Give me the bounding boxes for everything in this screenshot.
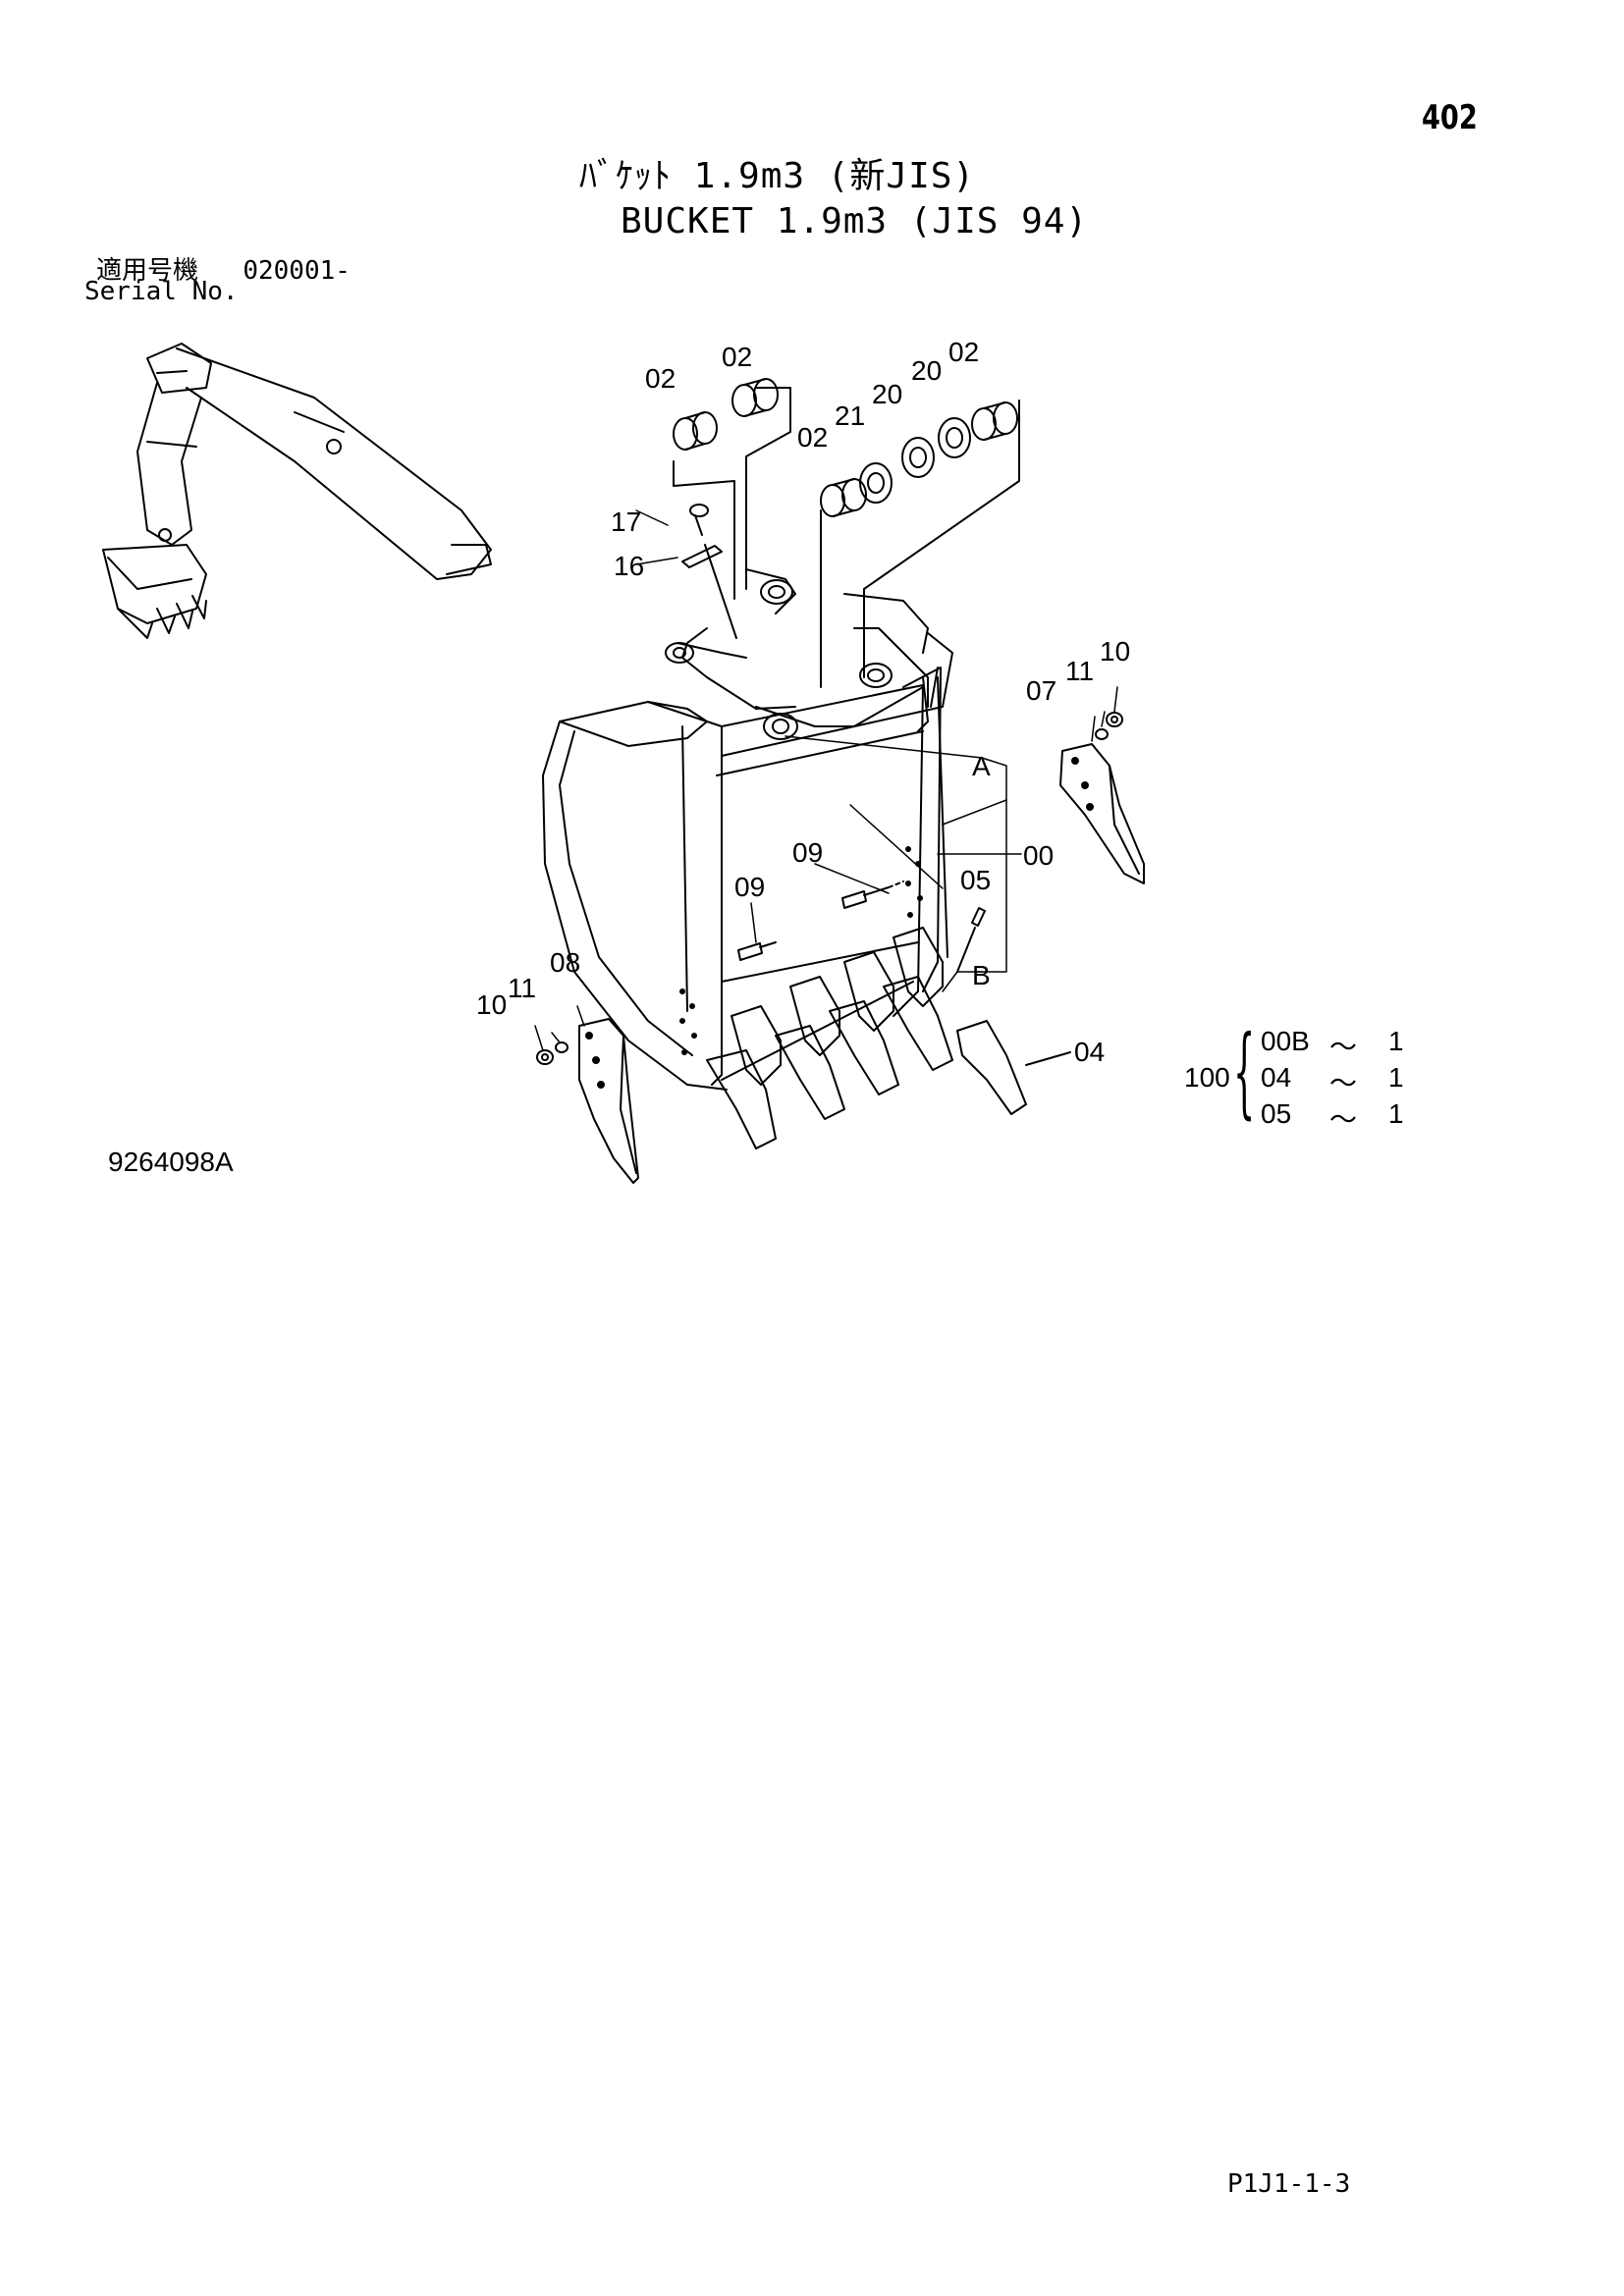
plate-16 <box>682 546 722 567</box>
side-cutter-08 <box>579 1019 638 1183</box>
serial-label-en: Serial No. <box>84 277 239 306</box>
callout-16: 16 <box>614 551 645 581</box>
shim-21 <box>860 463 892 503</box>
callout-02-center: 02 <box>722 342 753 372</box>
bolt-09-upper <box>842 887 889 908</box>
quantity-count: 1 <box>1388 1026 1404 1056</box>
shim-20-a <box>902 438 934 477</box>
pin-05 <box>957 908 985 972</box>
side-cutter-07 <box>1060 744 1144 883</box>
callout-10-left: 10 <box>476 989 508 1020</box>
brace-symbol: { <box>1233 1014 1256 1129</box>
bolt-09-lower <box>738 942 776 960</box>
bracket-left <box>674 461 734 599</box>
callout-17: 17 <box>611 507 642 537</box>
quantity-part: 00B <box>1261 1026 1310 1056</box>
bracket-right <box>864 400 1019 677</box>
title-japanese: ﾊﾞｹｯﾄ 1.9m3 (新JIS) <box>579 156 976 196</box>
bushing-02-center <box>732 379 778 416</box>
page-number: 402 <box>1422 98 1478 137</box>
quantity-count: 1 <box>1388 1098 1404 1129</box>
title-english: BUCKET 1.9m3 (JIS 94) <box>621 201 1089 241</box>
callout-02-left: 02 <box>645 363 677 394</box>
figure-number: 9264098A <box>108 1147 234 1177</box>
lead-04 <box>1026 1052 1070 1065</box>
nut-10-left <box>537 1050 553 1064</box>
callout-09-lower: 09 <box>734 872 766 902</box>
bracket-center <box>746 388 790 589</box>
quantity-tilde: ～ <box>1329 1104 1358 1135</box>
callout-08: 08 <box>550 947 581 978</box>
callout-20-a: 20 <box>872 379 903 409</box>
callout-09-upper: 09 <box>792 837 824 868</box>
leader-lines <box>535 510 1117 1050</box>
callout-04: 04 <box>1074 1037 1106 1067</box>
bushing-02-right <box>972 402 1017 440</box>
washer-11-left <box>556 1042 568 1052</box>
bucket-body <box>543 569 952 1090</box>
callout-07: 07 <box>1026 675 1057 706</box>
bushing-02-lower <box>821 479 866 516</box>
callout-11-right: 11 <box>1065 656 1095 686</box>
page-code: P1J1-1-3 <box>1227 2169 1351 2199</box>
lead-16 <box>705 545 736 638</box>
washer-11-right <box>1096 729 1108 739</box>
quantity-row: 04 ～ 1 <box>1261 1062 1437 1101</box>
callout-21: 21 <box>835 400 866 431</box>
quantity-row: 05 ～ 1 <box>1261 1098 1437 1138</box>
quantity-tilde: ～ <box>1329 1032 1358 1062</box>
callout-10-right: 10 <box>1100 636 1131 667</box>
lead-09-upper <box>889 881 903 887</box>
callout-02-lower: 02 <box>797 422 829 453</box>
bushing-02-left <box>674 412 717 450</box>
callout-B: B <box>972 960 991 990</box>
quantity-count: 1 <box>1388 1062 1404 1093</box>
excavator-overview-sketch <box>103 344 491 638</box>
quantity-part: 05 <box>1261 1098 1292 1129</box>
callout-11-left: 11 <box>508 973 537 1003</box>
callout-A: A <box>972 751 991 781</box>
serial-label-jp: 適用号機 <box>96 256 199 286</box>
quantity-tilde: ～ <box>1329 1068 1358 1098</box>
pin-17 <box>690 505 708 535</box>
quantity-row: 00B ～ 1 <box>1261 1026 1437 1065</box>
teeth-row <box>707 928 952 1148</box>
quantity-parent-number: 100 <box>1184 1062 1230 1093</box>
quantity-part: 04 <box>1261 1062 1292 1093</box>
callout-05: 05 <box>960 865 992 895</box>
callout-20-b: 20 <box>911 355 943 386</box>
shim-20-b <box>939 418 970 457</box>
tooth-04 <box>957 1021 1026 1114</box>
callout-02-right: 02 <box>948 337 980 367</box>
serial-value: 020001- <box>243 256 351 286</box>
serial-applicable-label: 適用号機 020001- <box>96 250 351 287</box>
nut-10-right <box>1107 713 1122 726</box>
callout-00: 00 <box>1023 840 1055 871</box>
